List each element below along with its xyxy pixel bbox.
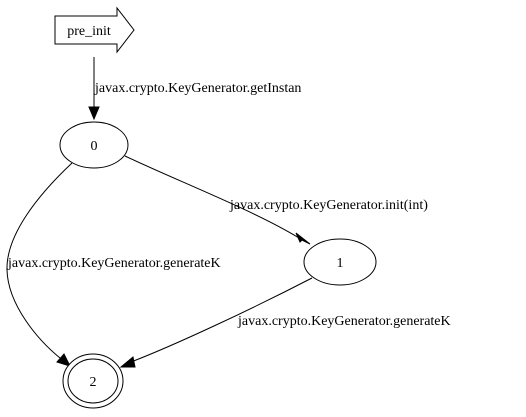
edge-1-to-2-line (130, 277, 313, 363)
edge-1-to-2-label: javax.crypto.KeyGenerator.generateK (237, 314, 451, 329)
edge-0-to-2: javax.crypto.KeyGenerator.generateK (6, 162, 221, 367)
node-1-shape (303, 238, 377, 286)
node-pre-init-shape (54, 6, 135, 54)
node-pre-init: pre_init (54, 6, 135, 54)
node-pre-init-label: pre_init (67, 24, 111, 39)
node-1-label: 1 (337, 256, 344, 271)
edge-0-to-1-line (124, 155, 300, 239)
edge-pre-init-to-0: javax.crypto.KeyGenerator.getInstan (88, 57, 301, 121)
node-1: 1 (303, 238, 377, 286)
edge-0-to-2-line (6, 162, 73, 359)
edge-0-to-1: javax.crypto.KeyGenerator.init(int) (124, 155, 428, 245)
node-0-shape (59, 121, 129, 169)
edge-1-to-2-arrowhead (119, 356, 136, 368)
node-2-inner-ring (67, 358, 119, 404)
edge-pre-init-to-0-label: javax.crypto.KeyGenerator.getInstan (94, 81, 301, 96)
edge-0-to-1-label: javax.crypto.KeyGenerator.init(int) (229, 198, 428, 213)
edge-pre-init-to-0-arrowhead (88, 106, 100, 121)
edge-0-to-2-arrowhead (56, 353, 71, 367)
edge-0-to-1-arrowhead (295, 232, 311, 245)
edge-0-to-2-label: javax.crypto.KeyGenerator.generateK (7, 256, 221, 271)
node-0: 0 (59, 121, 129, 169)
node-2-label: 2 (90, 375, 97, 390)
edge-1-to-2: javax.crypto.KeyGenerator.generateK (119, 277, 451, 368)
node-0-label: 0 (91, 139, 98, 154)
node-2: 2 (62, 353, 124, 409)
